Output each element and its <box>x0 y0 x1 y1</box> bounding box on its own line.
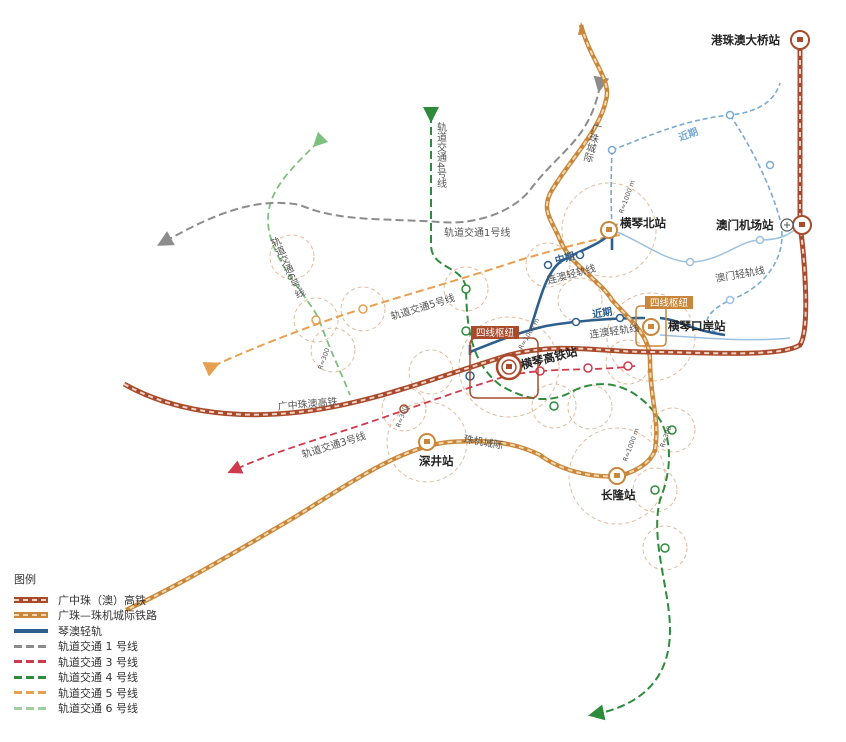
station-icon-hengqin-hsr <box>495 353 523 381</box>
station-icon-changlong <box>608 467 626 485</box>
station-icon-macau-airport <box>780 215 812 235</box>
legend-label: 轨道交通 6 号线 <box>58 702 138 716</box>
legend-swatch <box>14 644 48 648</box>
label-shenjing: 深井站 <box>419 454 454 468</box>
phase-near-1: 近期 <box>591 305 613 321</box>
legend-swatch <box>14 660 48 664</box>
legend-swatch <box>14 596 48 603</box>
legend-label: 广珠—珠机城际铁路 <box>58 609 157 623</box>
label-gz-macau-hsr: 广中珠澳高铁 <box>277 395 338 413</box>
legend-item: 琴澳轻轨 <box>14 623 234 639</box>
legend-item: 广珠—珠机城际铁路 <box>14 608 234 624</box>
station-icon-shenjing <box>418 433 436 451</box>
legend-item: 轨道交通 1 号线 <box>14 639 234 655</box>
label-hengqin-north: 横琴北站 <box>620 216 666 230</box>
distance-6: R=300 <box>658 425 673 449</box>
label-lianao-1: 连澳轻轨线 <box>545 261 597 286</box>
legend-item: 轨道交通 3 号线 <box>14 654 234 670</box>
macau-lrt-solid <box>611 224 801 341</box>
legend-swatch <box>14 691 48 695</box>
label-line4-vertical: 轨道交通4号线 <box>435 121 447 189</box>
legend-label: 轨道交通 3 号线 <box>58 655 138 669</box>
legend-label: 轨道交通 1 号线 <box>58 640 138 654</box>
distance-4: R=300 <box>316 347 331 371</box>
legend-item: 轨道交通 4 号线 <box>14 670 234 686</box>
label-hengqin-port: 横琴口岸站 <box>668 319 726 333</box>
station-icon-hengqin-port <box>642 318 660 336</box>
line3-route <box>227 365 636 474</box>
legend-label: 琴澳轻轨 <box>58 624 102 638</box>
line5-route <box>202 234 621 377</box>
legend-label: 广中珠（澳）高铁 <box>58 593 146 607</box>
label-hzm-bridge: 港珠澳大桥站 <box>711 33 780 47</box>
legend-label: 轨道交通 4 号线 <box>58 671 138 685</box>
legend-item: 轨道交通 5 号线 <box>14 685 234 701</box>
distance-5: R=300 <box>394 405 409 429</box>
hub-tag-2: 四线枢纽 <box>645 296 693 309</box>
legend-item: 广中珠（澳）高铁 <box>14 592 234 608</box>
label-changlong: 长隆站 <box>601 488 636 502</box>
hub-tag-1: 四线枢纽 <box>471 326 519 339</box>
intercity-railway <box>125 22 659 613</box>
legend-swatch <box>14 675 48 679</box>
legend-label: 轨道交通 5 号线 <box>58 686 138 700</box>
legend-swatch <box>14 612 48 619</box>
station-icon-hengqin-north <box>600 221 618 239</box>
legend-item: 轨道交通 6 号线 <box>14 701 234 717</box>
label-macau-airport: 澳门机场站 <box>716 218 774 232</box>
line1-route <box>157 75 610 246</box>
station-buffer-zones <box>269 182 696 571</box>
label-line1: 轨道交通1号线 <box>444 226 510 239</box>
minor-stations <box>311 110 775 553</box>
phase-near-2: 近期 <box>677 125 700 144</box>
svg-text:四线枢纽: 四线枢纽 <box>650 297 689 309</box>
macau-lrt-route <box>611 82 783 336</box>
station-icon-hzm-bridge <box>790 30 810 50</box>
legend: 图例 广中珠（澳）高铁广珠—珠机城际铁路琴澳轻轨轨道交通 1 号线轨道交通 3 … <box>14 571 234 716</box>
legend-swatch <box>14 706 48 710</box>
svg-text:四线枢纽: 四线枢纽 <box>476 327 515 339</box>
label-line5: 轨道交通5号线 <box>389 291 456 323</box>
label-macau-lrt: 澳门轻轨线 <box>714 263 765 284</box>
legend-title: 图例 <box>14 573 36 586</box>
line6-route <box>267 131 351 396</box>
distance-2: R=1000 m <box>621 427 640 463</box>
line4-route <box>423 107 672 721</box>
label-zhuji: 珠机城际 <box>462 432 504 452</box>
major-station-icons <box>418 30 812 485</box>
legend-swatch <box>14 628 48 633</box>
label-lianao-2: 连澳轻轨线 <box>589 321 640 341</box>
